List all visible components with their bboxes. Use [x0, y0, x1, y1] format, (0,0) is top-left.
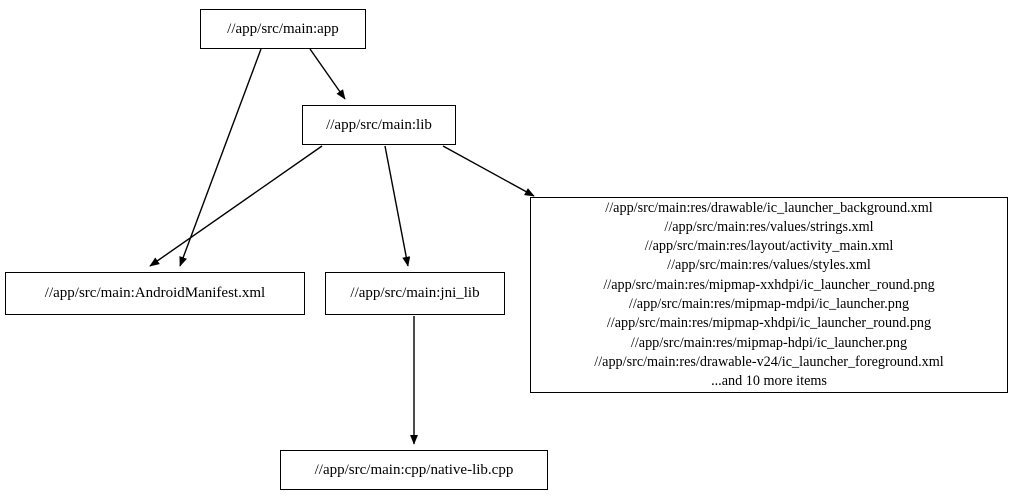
- graph-node-native-lib-cpp-label: //app/src/main:cpp/native-lib.cpp: [314, 461, 514, 478]
- graph-node-native-lib-cpp[interactable]: //app/src/main:cpp/native-lib.cpp: [280, 450, 548, 490]
- graph-node-res-collection[interactable]: //app/src/main:res/drawable/ic_launcher_…: [530, 197, 1008, 393]
- graph-node-android-manifest-label: //app/src/main:AndroidManifest.xml: [44, 285, 266, 301]
- edge-app-to-lib: [309, 48, 346, 100]
- graph-node-app[interactable]: //app/src/main:app: [200, 9, 366, 49]
- graph-node-lib[interactable]: //app/src/main:lib: [302, 105, 456, 145]
- edge-lib-to-res: [442, 145, 535, 197]
- graph-node-res-collection-label: //app/src/main:res/drawable/ic_launcher_…: [594, 199, 944, 390]
- edge-lib-to-jni-lib: [384, 145, 411, 267]
- graph-node-lib-label: //app/src/main:lib: [326, 116, 432, 133]
- graph-node-app-label: //app/src/main:app: [227, 20, 339, 37]
- graph-node-android-manifest[interactable]: //app/src/main:AndroidManifest.xml: [5, 272, 305, 315]
- edge-lib-to-manifest: [149, 145, 323, 267]
- edge-app-to-manifest: [179, 48, 262, 267]
- graph-node-jni-lib-label: //app/src/main:jni_lib: [350, 285, 480, 301]
- graph-node-jni-lib[interactable]: //app/src/main:jni_lib: [325, 272, 505, 315]
